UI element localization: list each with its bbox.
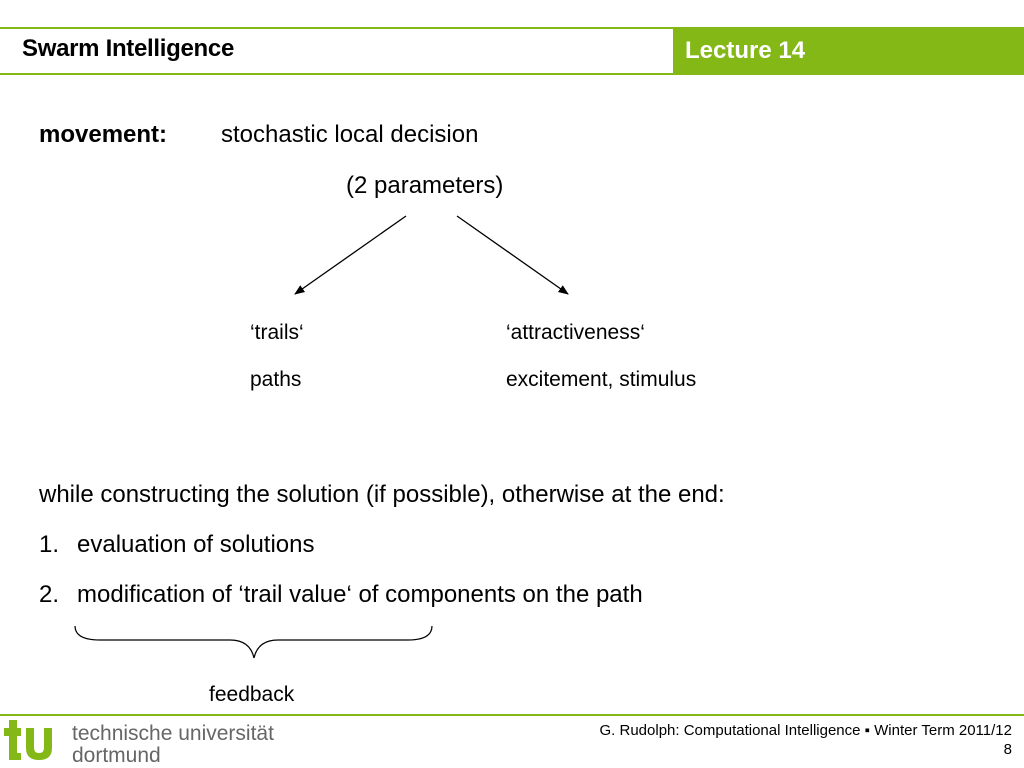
paths-label: paths [250,368,302,391]
movement-text: stochastic local decision [221,121,479,148]
university-line1: technische universität [72,722,274,745]
footer-rule [0,714,1024,716]
university-line2: dortmund [72,744,161,767]
movement-label: movement: [39,121,168,148]
list-item-number: 1. [39,531,60,558]
lecture-label: Lecture 14 [685,37,806,64]
arrow-to-attractiveness [456,215,569,295]
footer-credit-line: G. Rudolph: Computational Intelligence ▪… [599,722,1013,739]
university-name: technische universität dortmund [72,723,274,767]
parameters-text: (2 parameters) [346,172,504,199]
header-top-rule [0,27,1024,29]
intro-line: while constructing the solution (if poss… [39,481,725,508]
list-item-text: evaluation of solutions [77,531,315,558]
feedback-brace [74,625,433,659]
lecture-badge: Lecture 14 [673,29,1024,75]
page-number: 8 [1003,741,1012,758]
trails-label: ‘trails‘ [250,321,304,344]
stimulus-label: excitement, stimulus [506,368,697,391]
attractiveness-label: ‘attractiveness‘ [506,321,645,344]
header-underline [0,73,673,75]
footer-credit: G. Rudolph: Computational Intelligence ▪… [600,721,1013,759]
tu-logo-icon [4,720,52,760]
list-item-text: modification of ‘trail value‘ of compone… [77,581,643,608]
list-item-number: 2. [39,581,60,608]
arrow-to-trails [294,215,407,295]
feedback-label: feedback [209,683,295,706]
slide-header-title: Swarm Intelligence [22,35,235,62]
